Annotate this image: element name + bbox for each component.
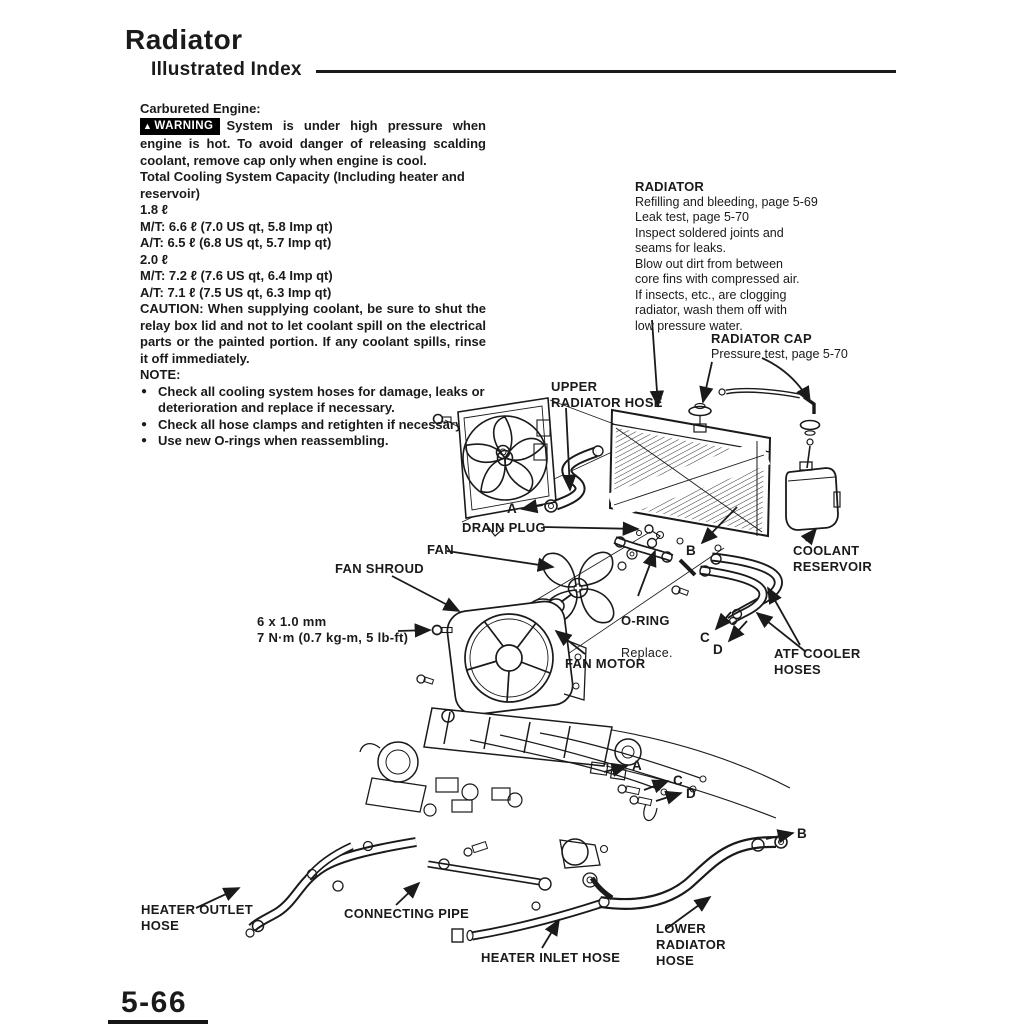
lower-radiator-hose-part xyxy=(531,835,788,911)
radiator-callout: RADIATOR Refilling and bleeding, page 5-… xyxy=(635,179,818,334)
capacity-line: 2.0 ℓ xyxy=(140,251,169,267)
note-item-text: Use new O-rings when reassembling. xyxy=(158,433,389,448)
note-item-text: Check all cooling system hoses for damag… xyxy=(158,383,485,416)
section-subtitle: Illustrated Index xyxy=(151,59,302,80)
scan-edge-mark xyxy=(108,1020,208,1024)
note-item: ● Check all hose clamps and retighten if … xyxy=(140,417,486,434)
radiator-cap-callout: RADIATOR CAP Pressure test, page 5-70 xyxy=(711,331,848,362)
marker-d-bottom: D xyxy=(686,786,696,801)
warning-badge-label: WARNING xyxy=(154,119,214,132)
leader-arrows xyxy=(195,319,818,949)
bullet-icon: ● xyxy=(141,435,148,446)
connecting-pipe-part xyxy=(427,841,552,891)
page-title: Radiator xyxy=(125,24,243,55)
label-connecting-pipe: CONNECTING PIPE xyxy=(344,906,470,921)
front-fan-shroud xyxy=(416,600,587,716)
note-item-text: Check all hose clamps and retighten if n… xyxy=(158,416,465,432)
engine-assembly xyxy=(359,707,791,888)
heater-inlet-hose-part xyxy=(451,895,614,943)
warning-triangle-icon: ▲ xyxy=(143,120,153,131)
marker-b-top: B xyxy=(686,543,696,558)
atf-cooler-hoses-part xyxy=(613,536,783,626)
capacity-line: A/T: 7.1 ℓ (7.5 US qt, 6.3 Imp qt) xyxy=(140,284,332,300)
marker-a-bottom: A xyxy=(632,758,642,773)
radiator-callout-title: RADIATOR xyxy=(635,179,705,194)
label-o-ring: O-RING Replace. xyxy=(621,597,673,677)
radiator-cap-callout-body: Pressure test, page 5-70 xyxy=(711,346,848,361)
capacity-heading: Total Cooling System Capacity (Including… xyxy=(140,169,465,201)
note-item: ● Use new O-rings when reassembling. xyxy=(140,433,486,450)
label-lower-radiator-hose: LOWER RADIATOR HOSE xyxy=(656,921,726,968)
header-rule xyxy=(315,70,896,73)
label-atf-cooler-hoses: ATF COOLER HOSES xyxy=(774,646,861,677)
warning-badge: ▲WARNING xyxy=(140,117,220,135)
warning-text: System is under high pressure when engin… xyxy=(140,117,486,168)
label-fan: FAN xyxy=(427,542,454,557)
marker-c-bottom: C xyxy=(673,773,683,788)
section-header: Illustrated Index xyxy=(151,59,896,81)
label-shroud-bolt-spec: 6 x 1.0 mm 7 N·m (0.7 kg-m, 5 lb-ft) xyxy=(257,614,409,645)
label-o-ring-body: Replace. xyxy=(621,646,673,660)
label-heater-inlet-hose: HEATER INLET HOSE xyxy=(481,950,621,965)
bullet-icon: ● xyxy=(141,418,148,430)
back-fan-shroud xyxy=(432,397,557,537)
label-drain-plug: DRAIN PLUG xyxy=(462,520,546,535)
note-heading: NOTE: xyxy=(140,367,181,382)
capacity-line: A/T: 6.5 ℓ (6.8 US qt, 5.7 Imp qt) xyxy=(140,235,332,250)
caution-paragraph: CAUTION: When supplying coolant, be sure… xyxy=(140,301,486,366)
note-item: ● Check all cooling system hoses for dama… xyxy=(140,384,486,417)
capacity-line: 1.8 ℓ xyxy=(140,202,169,217)
marker-d-top: D xyxy=(713,642,723,657)
capacity-line: M/T: 6.6 ℓ (7.0 US qt, 5.8 Imp qt) xyxy=(140,218,333,234)
radiator-callout-body: Refilling and bleeding, page 5-69 Leak t… xyxy=(635,194,818,333)
marker-a-top: A xyxy=(507,501,517,516)
label-fan-shroud: FAN SHROUD xyxy=(335,561,424,576)
coolant-reservoir-part xyxy=(718,387,841,531)
bullet-icon: ● xyxy=(141,385,148,397)
label-fan-motor: FAN MOTOR xyxy=(565,656,646,671)
label-heater-outlet-hose: HEATER OUTLET HOSE xyxy=(141,902,253,933)
marker-c-top: C xyxy=(700,630,710,645)
capacity-line: M/T: 7.2 ℓ (7.6 US qt, 6.4 Imp qt) xyxy=(140,268,333,283)
label-o-ring-title: O-RING xyxy=(621,613,670,628)
marker-b-bottom: B xyxy=(797,826,807,841)
radiator-part xyxy=(607,402,772,552)
heater-outlet-hose-part xyxy=(245,837,417,938)
page-number: 5-66 xyxy=(121,986,188,1019)
label-upper-radiator-hose: UPPER RADIATOR HOSE xyxy=(551,379,663,410)
label-coolant-reservoir: COOLANT RESERVOIR xyxy=(793,543,873,574)
radiator-cap-callout-title: RADIATOR CAP xyxy=(711,331,812,346)
engine-type-label: Carbureted Engine: xyxy=(140,101,261,116)
